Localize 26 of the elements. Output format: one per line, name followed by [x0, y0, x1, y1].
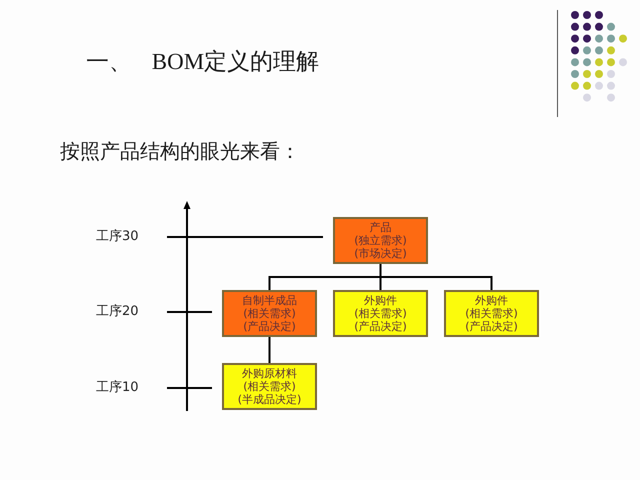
item-note: (独立需求) [354, 234, 407, 247]
slide-title: 一、 BOM定义的理解 [86, 48, 320, 76]
item-box [333, 217, 428, 264]
item-note: (产品决定) [465, 320, 518, 333]
item-box [333, 290, 428, 337]
step-label: 工序10 [96, 379, 139, 397]
item-note: (产品决定) [354, 320, 407, 333]
item-note: (半成品决定) [238, 393, 302, 406]
item-name: 产品 [370, 221, 392, 234]
step-label: 工序30 [96, 228, 139, 246]
item-note: (相关需求) [465, 307, 518, 320]
item-name: 外购件 [475, 294, 508, 307]
item-note: (相关需求) [243, 307, 296, 320]
item-name: 外购原材料 [242, 367, 297, 380]
item-box [444, 290, 539, 337]
subtitle-text: 按照产品结构的眼光来看： [60, 140, 300, 165]
item-note: (产品决定) [243, 320, 296, 333]
item-box [222, 363, 317, 410]
step-label: 工序20 [96, 303, 139, 321]
item-note: (市场决定) [354, 247, 407, 260]
item-name: 自制半成品 [242, 294, 297, 307]
item-name: 外购件 [364, 294, 397, 307]
item-note: (相关需求) [243, 380, 296, 393]
connector-line [268, 337, 270, 363]
item-note: (相关需求) [354, 307, 407, 320]
item-box [222, 290, 317, 337]
